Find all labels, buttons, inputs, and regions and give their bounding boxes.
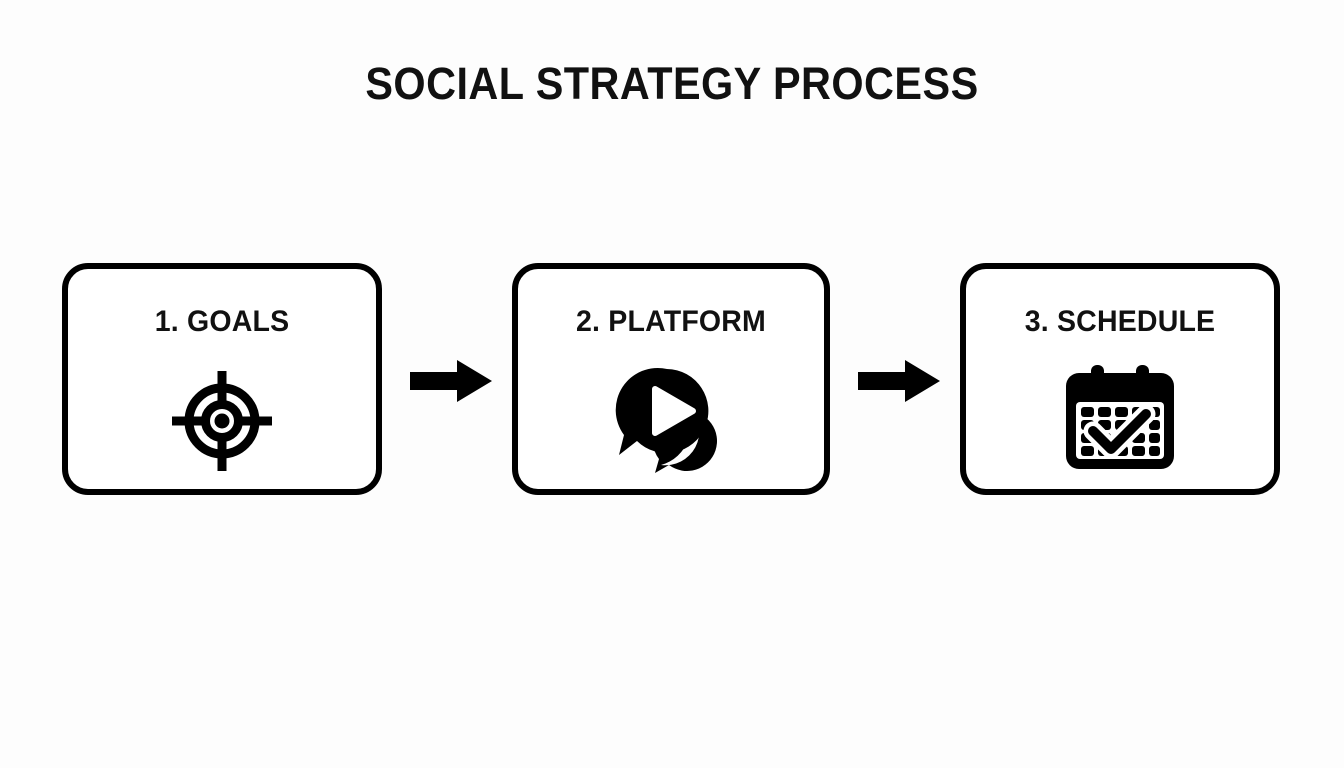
video-speech-bubble-icon: [518, 361, 824, 481]
step-label-platform: 2. PLATFORM: [576, 305, 766, 338]
step-box-platform[interactable]: 2. PLATFORM: [512, 263, 830, 495]
calendar-check-icon: [966, 361, 1274, 481]
process-flow: 1. GOALS: [62, 263, 1280, 495]
step-label-goals: 1. GOALS: [154, 305, 290, 338]
arrow-step2-to-step3: [858, 359, 940, 403]
arrow-step1-to-step2: [410, 359, 492, 403]
page-title: SOCIAL STRATEGY PROCESS: [365, 58, 979, 109]
step-box-goals[interactable]: 1. GOALS: [62, 263, 382, 495]
step-label-schedule: 3. SCHEDULE: [1024, 305, 1216, 338]
step-box-schedule[interactable]: 3. SCHEDULE: [960, 263, 1280, 495]
crosshair-target-icon: [68, 361, 376, 481]
